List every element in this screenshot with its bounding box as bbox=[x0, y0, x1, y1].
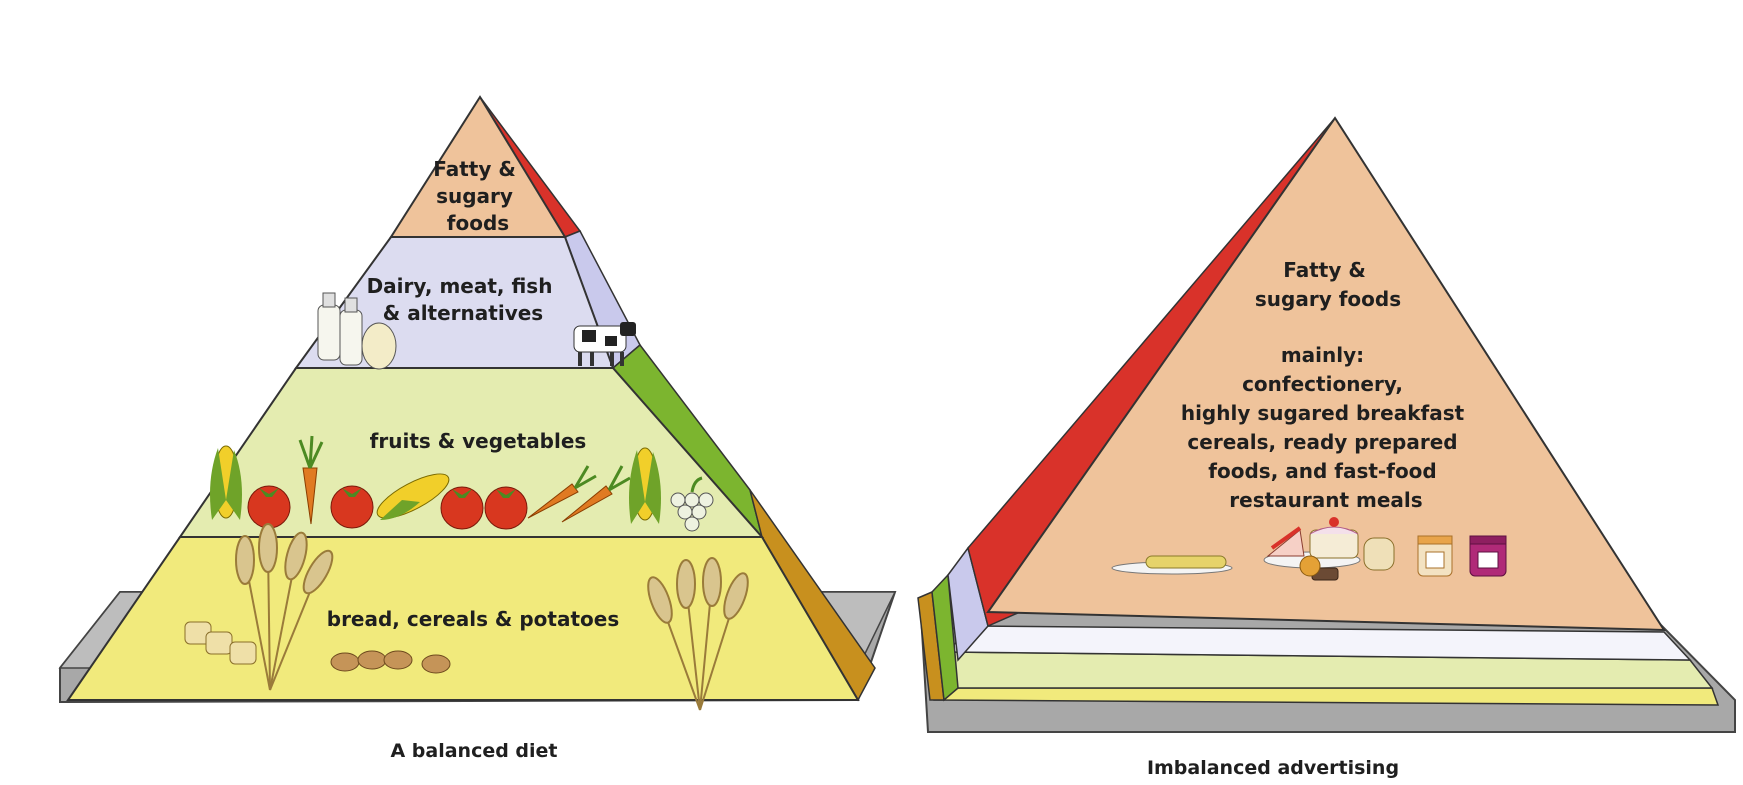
tomato-icon bbox=[485, 487, 527, 529]
balanced-diet-caption: A balanced diet bbox=[390, 740, 557, 762]
jam-jar-icon bbox=[1470, 536, 1506, 576]
jam-jar-icon bbox=[1418, 536, 1452, 576]
balanced-diet-pyramid: Fatty & sugary foods Dairy, meat, fish &… bbox=[60, 97, 895, 762]
tier-bread-label: bread, cereals & potatoes bbox=[327, 607, 619, 631]
tomato-icon bbox=[248, 486, 290, 528]
egg-icon bbox=[362, 323, 396, 369]
imbalanced-advertising-caption: Imbalanced advertising bbox=[1147, 757, 1399, 779]
tier-fruit-label: fruits & vegetables bbox=[370, 429, 587, 453]
milk-bottle-icon bbox=[318, 293, 362, 365]
tomato-icon bbox=[441, 487, 483, 529]
imbalanced-advertising-pyramid: Fatty & sugary foods mainly: confectione… bbox=[918, 118, 1735, 779]
tomato-icon bbox=[331, 486, 373, 528]
